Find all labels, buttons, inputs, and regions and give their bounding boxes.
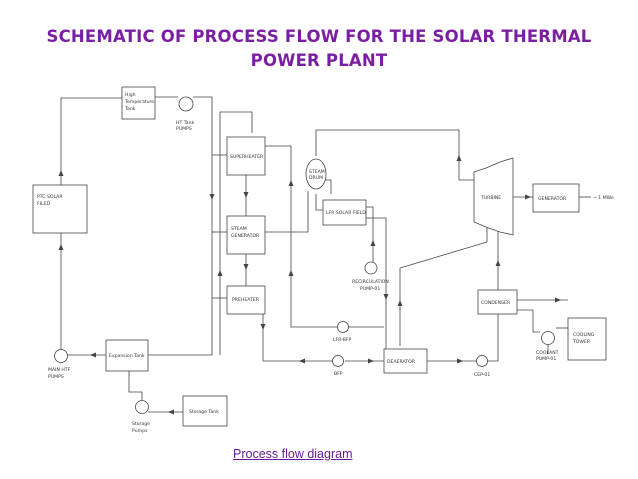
- figure-caption: Process flow diagram: [233, 447, 353, 461]
- cep-label: CEP-01: [474, 372, 490, 378]
- steam-generator-label-1: STEAM: [231, 226, 247, 232]
- coolant-pump-label-1: COOLANT: [536, 350, 559, 356]
- storage-pump-label-1: Storage: [132, 421, 150, 427]
- recirculation-pump-label-2: PUMP-01: [360, 286, 380, 292]
- lfr-bfp-label: LFR-BFP: [333, 337, 351, 343]
- cooling-tower-label-2: TOWER: [572, 339, 591, 345]
- recirculation-pump-icon: [364, 261, 378, 275]
- storage-tank-label: Storage Tank: [189, 409, 219, 415]
- coolant-pump-icon: [541, 331, 555, 345]
- storage-pump-icon: [135, 400, 149, 414]
- turbine-shape: [473, 157, 514, 236]
- lfr-solar-field-block: [322, 199, 367, 226]
- ht-tank-label-1: High: [125, 92, 136, 98]
- cep-pump-icon: [476, 355, 488, 367]
- ht-pump-label-2: PUMPS: [176, 126, 192, 132]
- power-output-label: ~ 1 MWe: [593, 195, 614, 201]
- ptc-label-2: FILED: [37, 201, 50, 207]
- ht-tank-block: [121, 86, 156, 120]
- ptc-label-1: PTC SOLAR: [37, 194, 63, 200]
- bfp-label: BFP: [334, 371, 343, 377]
- expansion-tank-block: [105, 339, 149, 372]
- ht-tank-pump-icon: [178, 96, 194, 112]
- turbine-label: TURBINE: [480, 195, 501, 201]
- steam-generator-label-2: GENERATOR: [231, 233, 260, 239]
- main-htf-pump-icon: [54, 349, 68, 363]
- preheater-block: [226, 285, 266, 315]
- lfr-solar-field-label: LFR SOLAR FIELD: [326, 210, 366, 216]
- ptc-solar-field-block: [32, 184, 88, 234]
- recirculation-pump-label-1: RECIRCULATION: [352, 279, 389, 285]
- flow-lines: [60, 96, 591, 413]
- main-htf-pump-label-1: MAIN HTF: [48, 367, 71, 373]
- expansion-tank-label: Expansion Tank: [109, 353, 145, 359]
- superheater-label: SUPERHEATER: [230, 154, 264, 160]
- steam-drum-vessel: [305, 158, 327, 190]
- superheater-block: [226, 136, 266, 176]
- flow-arrows: [58, 155, 561, 415]
- deaerator-label: DEAERATOR: [387, 359, 416, 365]
- preheater-label: PREHEATER: [232, 297, 260, 303]
- diagram-title-line-1: SCHEMATIC OF PROCESS FLOW FOR THE SOLAR …: [46, 27, 592, 46]
- ht-pump-label-1: HT Tank: [176, 120, 194, 126]
- main-htf-pump-label-2: PUMPS: [48, 374, 64, 380]
- coolant-pump-label-2: PUMP-01: [536, 356, 556, 362]
- ht-tank-label-2: Temperature: [124, 99, 154, 105]
- storage-tank-block: [182, 395, 228, 427]
- cooling-tower-label-1: COOLING: [573, 332, 595, 338]
- diagram-title-line-2: POWER PLANT: [250, 51, 388, 70]
- cooling-tower-block: [567, 317, 607, 361]
- condenser-block: [477, 289, 518, 315]
- bfp-pump-icon: [332, 355, 344, 367]
- deaerator-block: [383, 348, 428, 374]
- generator-block: [532, 183, 580, 213]
- steam-drum-label-2: DRUM: [309, 175, 323, 181]
- steam-generator-block: [226, 215, 266, 255]
- lfr-bfp-pump-icon: [337, 321, 349, 333]
- condenser-label: CONDENSER: [481, 300, 511, 306]
- steam-drum-label-1: STEAM: [309, 169, 325, 175]
- generator-label: GENERATOR: [538, 196, 567, 202]
- ht-tank-label-3: Tank: [124, 106, 136, 112]
- storage-pump-label-2: Pumps: [132, 428, 148, 434]
